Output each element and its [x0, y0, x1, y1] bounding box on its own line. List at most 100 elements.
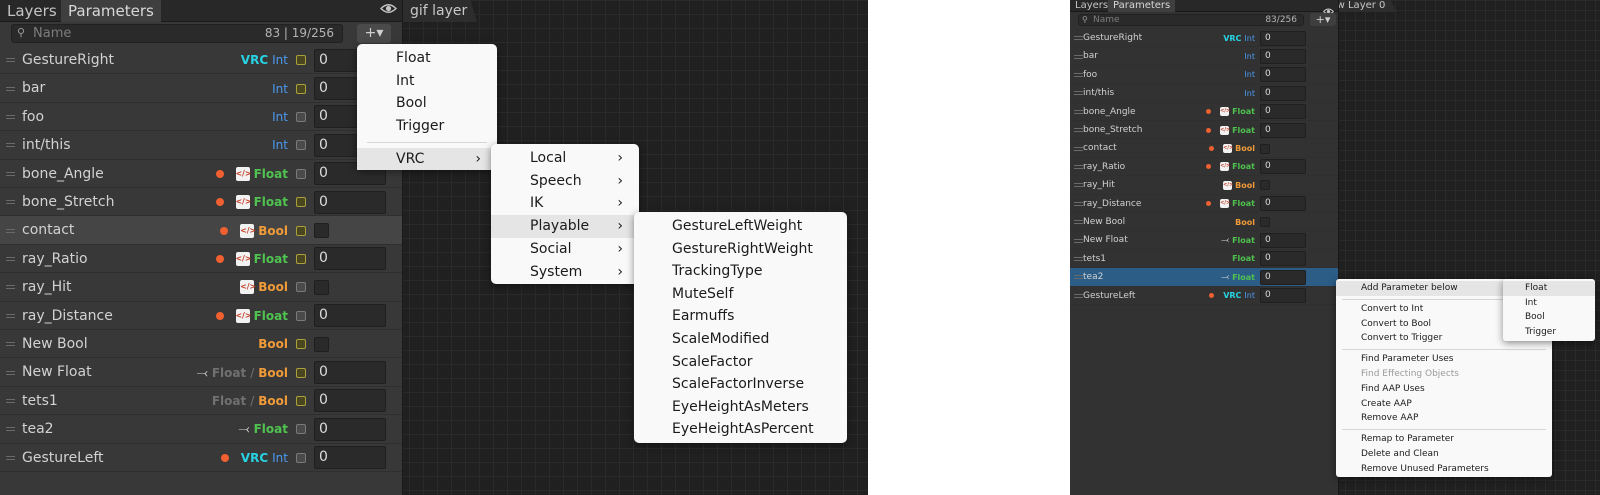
menu-item-ik[interactable]: IK› — [491, 192, 639, 215]
drag-handle-icon[interactable] — [1074, 201, 1083, 206]
search-input[interactable]: Name — [1093, 15, 1120, 25]
menu-item-find-parameter-uses[interactable]: Find Parameter Uses — [1336, 352, 1552, 367]
parameter-row[interactable]: contact</>Bool — [1070, 139, 1338, 158]
parameter-name[interactable]: GestureLeft — [22, 449, 104, 466]
parameter-name[interactable]: tea2 — [1083, 272, 1104, 283]
menu-item-int[interactable]: Int — [1503, 296, 1595, 311]
menu-item-social[interactable]: Social› — [491, 238, 639, 261]
parameter-name[interactable]: ray_Hit — [22, 279, 72, 296]
menu-item-create-aap[interactable]: Create AAP — [1336, 397, 1552, 412]
tab-parameters[interactable]: Parameters — [61, 0, 161, 22]
menu-item-delete-and-clean[interactable]: Delete and Clean — [1336, 447, 1552, 462]
sync-toggle[interactable] — [296, 168, 306, 179]
menu-item-remove-unused-parameters[interactable]: Remove Unused Parameters — [1336, 462, 1552, 477]
menu-item-scalefactor[interactable]: ScaleFactor — [634, 351, 847, 374]
menu-item-convert-to-int[interactable]: Convert to Int — [1336, 302, 1552, 317]
menu-item-muteself[interactable]: MuteSelf — [634, 283, 847, 306]
value-field[interactable]: 0 — [1260, 269, 1306, 285]
parameter-name[interactable]: New Float — [1083, 235, 1128, 246]
search-field[interactable]: ⚲ Name 83 | 19/256 — [11, 24, 343, 43]
value-field[interactable]: 0 — [1260, 67, 1306, 83]
menu-item-eyeheightaspercent[interactable]: EyeHeightAsPercent — [634, 418, 847, 441]
drag-handle-icon[interactable] — [1074, 146, 1083, 151]
tab-parameters[interactable]: Parameters — [1108, 0, 1176, 12]
menu-item-local[interactable]: Local› — [491, 147, 639, 170]
drag-handle-icon[interactable] — [1074, 36, 1083, 41]
menu-item-gestureleftweight[interactable]: GestureLeftWeight — [634, 215, 847, 238]
menu-item-trackingtype[interactable]: TrackingType — [634, 260, 847, 283]
menu-item-playable[interactable]: Playable› — [491, 215, 639, 238]
sync-toggle[interactable] — [296, 83, 306, 94]
menu-item-remap-to-parameter[interactable]: Remap to Parameter — [1336, 432, 1552, 447]
value-field[interactable]: 0 — [1260, 122, 1306, 138]
menu-item-float[interactable]: Float — [357, 47, 497, 70]
menu-item-trigger[interactable]: Trigger — [1503, 325, 1595, 340]
tab-layers[interactable]: Layers — [1075, 0, 1109, 11]
parameter-name[interactable]: GestureRight — [1083, 33, 1143, 43]
search-field[interactable]: ⚲ Name 83/256 — [1078, 14, 1304, 26]
drag-handle-icon[interactable] — [1074, 220, 1083, 225]
parameter-name[interactable]: tets1 — [22, 392, 58, 409]
menu-item-speech[interactable]: Speech› — [491, 170, 639, 193]
parameter-name[interactable]: ray_Ratio — [1083, 161, 1126, 172]
menu-item-trigger[interactable]: Trigger — [357, 115, 497, 138]
value-field[interactable]: 0 — [1260, 159, 1306, 175]
menu-item-earmuffs[interactable]: Earmuffs — [634, 305, 847, 328]
menu-item-vrc[interactable]: VRC› — [357, 148, 497, 170]
drag-handle-icon[interactable] — [1074, 72, 1083, 77]
parameter-name[interactable]: ray_Distance — [1083, 198, 1142, 209]
sync-toggle[interactable] — [296, 339, 306, 350]
sync-toggle[interactable] — [296, 140, 306, 151]
drag-handle-icon[interactable] — [1074, 128, 1083, 133]
bool-checkbox[interactable] — [314, 223, 329, 239]
parameter-name[interactable]: tets1 — [1083, 253, 1107, 264]
parameter-name[interactable]: bone_Stretch — [1083, 125, 1143, 135]
parameter-name[interactable]: GestureLeft — [1083, 290, 1136, 301]
value-field[interactable]: 0 — [1260, 233, 1306, 249]
drag-handle-icon[interactable] — [6, 285, 15, 290]
parameter-name[interactable]: New Float — [22, 364, 92, 381]
parameter-name[interactable]: foo — [1083, 69, 1098, 80]
parameter-name[interactable]: int/this — [22, 137, 71, 154]
search-input[interactable]: Name — [33, 26, 72, 41]
parameter-name[interactable]: tea2 — [22, 421, 54, 438]
drag-handle-icon[interactable] — [6, 200, 15, 205]
drag-handle-icon[interactable] — [1074, 275, 1083, 280]
parameter-name[interactable]: contact — [1083, 143, 1117, 154]
value-field[interactable]: 0 — [1260, 196, 1306, 212]
sync-toggle[interactable] — [296, 452, 306, 463]
add-parameter-button[interactable]: +▾ — [1310, 13, 1336, 26]
parameter-name[interactable]: New Bool — [22, 336, 88, 352]
drag-handle-icon[interactable] — [1074, 183, 1083, 188]
drag-handle-icon[interactable] — [6, 114, 15, 119]
parameter-name[interactable]: int/this — [1083, 88, 1115, 99]
menu-item-int[interactable]: Int — [357, 70, 497, 93]
menu-item-find-aap-uses[interactable]: Find AAP Uses — [1336, 382, 1552, 397]
sync-toggle[interactable] — [296, 111, 306, 122]
value-field[interactable]: 0 — [1260, 30, 1306, 46]
drag-handle-icon[interactable] — [6, 143, 15, 148]
parameter-name[interactable]: foo — [22, 108, 45, 125]
drag-handle-icon[interactable] — [6, 427, 15, 432]
sync-toggle[interactable] — [296, 424, 306, 435]
sync-toggle[interactable] — [296, 282, 306, 293]
sync-toggle[interactable] — [296, 367, 306, 378]
sync-toggle[interactable] — [296, 310, 306, 321]
parameter-name[interactable]: bone_Angle — [22, 165, 104, 182]
